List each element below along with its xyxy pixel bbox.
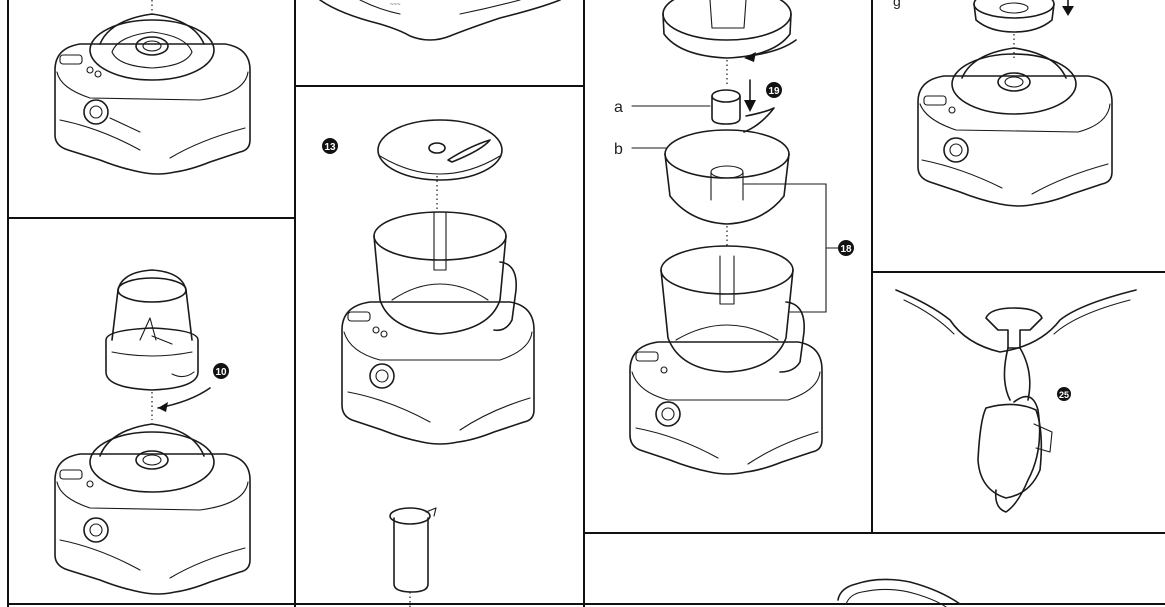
step-badge-18-label: 18 bbox=[840, 244, 852, 255]
part-label-b: b bbox=[614, 141, 623, 158]
step-badge-19-label: 19 bbox=[768, 86, 780, 97]
svg-text:~~~: ~~~ bbox=[390, 2, 401, 8]
step-badge-13-label: 13 bbox=[324, 142, 336, 153]
panel-bottom-partial bbox=[837, 578, 961, 607]
panel-base-with-dial: g bbox=[893, 0, 1113, 207]
step-badge-10-label: 10 bbox=[215, 367, 227, 378]
step-badge-18: 18 bbox=[825, 240, 854, 256]
svg-text:g: g bbox=[893, 0, 901, 9]
step-badge-13: 13 bbox=[322, 138, 338, 154]
panel-disc-bowl bbox=[341, 119, 535, 607]
step-badge-25: 25 bbox=[1057, 387, 1071, 401]
step-badge-25-label: 25 bbox=[1059, 390, 1069, 400]
panel-grid bbox=[7, 0, 1165, 607]
part-label-a: a bbox=[614, 99, 623, 116]
panel-stacked-bowl bbox=[629, 0, 827, 475]
panel-mill-attach bbox=[54, 269, 251, 595]
panel-base-with-lid-top bbox=[54, 0, 251, 175]
panel-base-partial: ~~~ bbox=[319, 0, 561, 41]
step-badge-19: 19 bbox=[766, 82, 782, 98]
step-badge-10: 10 bbox=[213, 363, 229, 379]
panel-cord-storage bbox=[895, 289, 1137, 513]
